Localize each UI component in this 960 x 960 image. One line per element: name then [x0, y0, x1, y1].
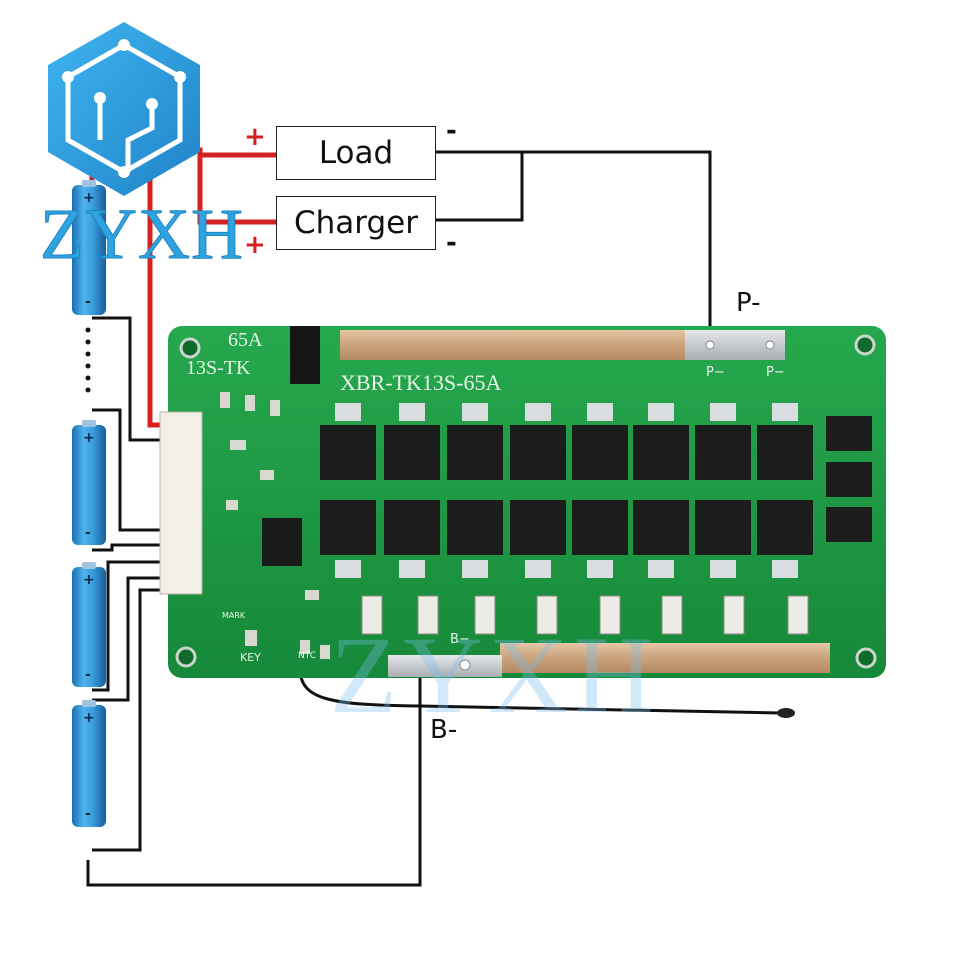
b-bus-bar	[500, 643, 830, 673]
switch-header	[290, 326, 320, 384]
pcb-ntc-label: NTC	[298, 651, 316, 661]
ntc-sensor-tip	[777, 708, 795, 718]
p-minus-label: P-	[736, 288, 761, 318]
b-minus-pad	[388, 655, 502, 677]
pcb-model-number: XBR-TK13S-65A	[340, 370, 502, 395]
bms-pcb	[159, 326, 886, 678]
charger-minus-sign: -	[446, 228, 457, 258]
charger-positive-wire	[197, 155, 278, 225]
cell-1-positive-mark: +	[83, 190, 95, 206]
cell-continuation-dots	[85, 327, 91, 393]
balance-lead-top-wire	[147, 150, 162, 428]
charger-plus-sign: +	[244, 230, 266, 260]
pcb-p-pad-label-1: P−	[706, 365, 725, 380]
pcb-current-rating: 65A	[228, 329, 263, 351]
balance-lead-5	[92, 560, 162, 692]
p-bus-bar	[340, 330, 685, 360]
pcb-mark-label: MARK	[222, 611, 246, 620]
charger-label: Charger	[294, 205, 418, 241]
cell-2-positive-mark: +	[83, 430, 95, 446]
negative-wiring	[86, 150, 781, 887]
balance-connector	[159, 411, 203, 595]
pcb-b-pad-label: B−	[450, 632, 470, 647]
cell-3-positive-mark: +	[83, 572, 95, 588]
mosfet-row-top	[320, 425, 813, 480]
battery-cell-2	[72, 420, 106, 545]
shunt-resistors	[361, 595, 809, 635]
charger-box: Charger	[276, 196, 436, 250]
mosfet-row-bottom	[320, 500, 813, 555]
load-box: Load	[276, 126, 436, 180]
p-minus-wire	[522, 150, 712, 330]
balance-lead-2	[92, 316, 162, 442]
load-minus-sign: -	[446, 116, 457, 146]
controller-ic	[262, 518, 302, 566]
pcb-key-label: KEY	[240, 651, 261, 664]
pcb-p-pad-label-2: P−	[766, 365, 785, 380]
brand-logo-text: ZYXH	[40, 194, 244, 274]
cell-3-negative-mark: -	[85, 667, 91, 683]
ntc-wire	[298, 667, 781, 715]
cell-4-positive-mark: +	[83, 710, 95, 726]
battery-cell-3	[72, 562, 106, 687]
balance-lead-4	[92, 543, 162, 552]
balance-lead-3	[92, 408, 162, 532]
balance-lead-7	[92, 588, 162, 852]
cell-4-negative-mark: -	[85, 806, 91, 822]
balance-lead-6	[92, 576, 162, 702]
watermark-text: ZYXH	[330, 614, 660, 736]
cell-2-negative-mark: -	[85, 525, 91, 541]
brand-logo-mark	[48, 22, 200, 196]
battery-cell-1	[72, 180, 106, 315]
load-plus-sign: +	[244, 122, 266, 152]
load-charger-negative-join	[435, 150, 524, 222]
cell-1-negative-mark: -	[85, 294, 91, 310]
battery-cell-4	[72, 700, 106, 827]
load-label: Load	[318, 135, 394, 171]
battery-cells	[72, 180, 106, 827]
b-minus-wire	[86, 665, 422, 887]
b-minus-label: B-	[430, 715, 458, 745]
pcb-series-code: 13S-TK	[186, 357, 251, 379]
